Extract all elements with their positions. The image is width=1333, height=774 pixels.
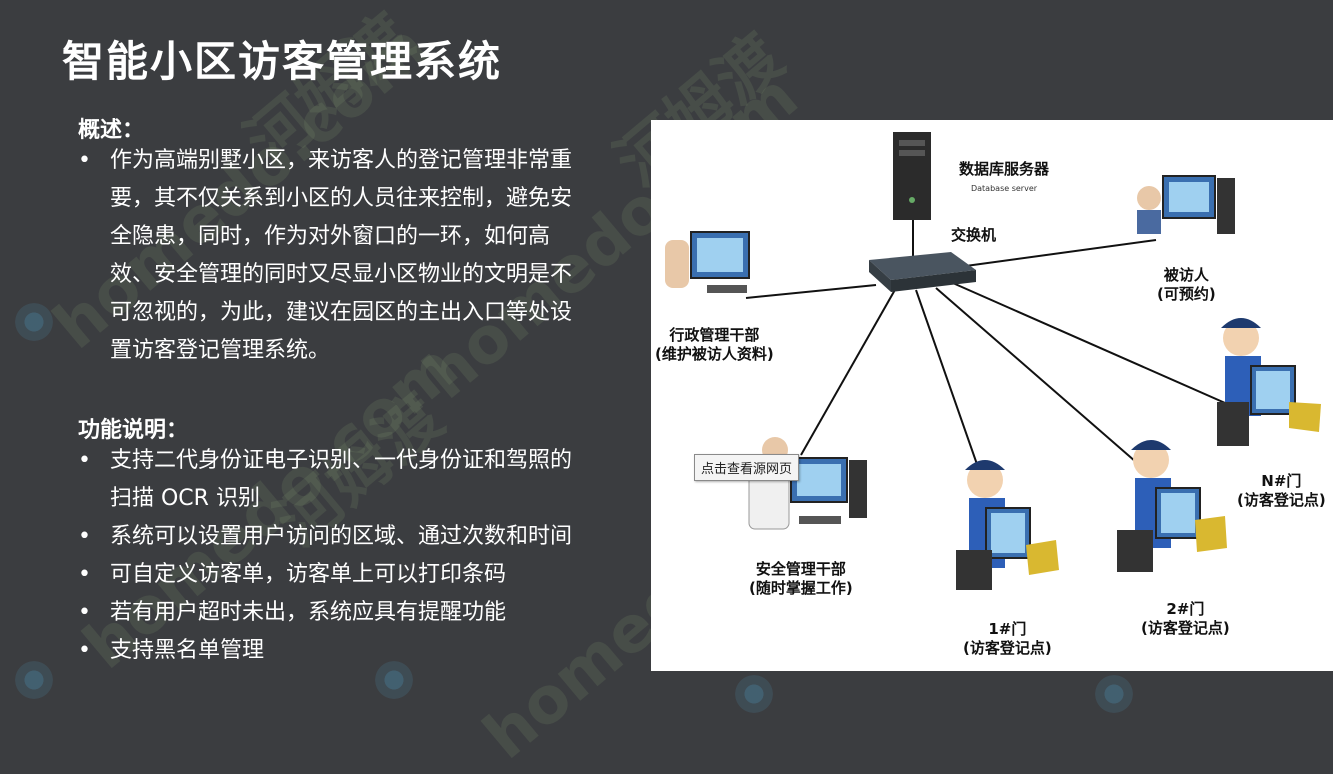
link-visitee <box>950 239 1157 269</box>
gate-n-label-line1: N#门 <box>1261 472 1302 490</box>
security-label-line2: (随时掌握工作) <box>749 579 853 597</box>
flower-icon <box>12 300 56 344</box>
security-label: 安全管理干部 (随时掌握工作) <box>749 560 853 598</box>
gate2-label-line2: (访客登记点) <box>1141 619 1230 637</box>
flower-icon <box>12 658 56 702</box>
features-list: 支持二代身份证电子识别、一代身份证和驾照的扫描 OCR 识别 系统可以设置用户访… <box>78 442 593 670</box>
view-source-tooltip[interactable]: 点击查看源网页 <box>694 454 800 481</box>
switch-icon <box>869 252 976 292</box>
admin-workstation-icon <box>665 231 750 293</box>
features-heading: 功能说明： <box>78 418 189 443</box>
admin-label: 行政管理干部 (维护被访人资料) <box>655 326 774 364</box>
gate2-label: 2#门 (访客登记点) <box>1141 600 1230 638</box>
gate1-label: 1#门 (访客登记点) <box>963 620 1052 658</box>
feature-item: 系统可以设置用户访问的区域、通过次数和时间 <box>78 518 593 556</box>
gate2-guard-icon <box>1117 440 1227 572</box>
network-diagram: 数据库服务器 Database server 交换机 行政管理干部 (维护被访人… <box>651 120 1333 671</box>
overview-item: 作为高端别墅小区，来访客人的登记管理非常重要，其不仅关系到小区的人员往来控制，避… <box>78 142 593 370</box>
feature-item: 支持黑名单管理 <box>78 632 593 670</box>
visitee-workstation-icon <box>1137 175 1235 234</box>
link-gate-1 <box>915 289 987 491</box>
gate-n-label-line2: (访客登记点) <box>1237 491 1326 509</box>
gate1-label-line1: 1#门 <box>988 620 1027 638</box>
link-gate-n <box>945 279 1242 411</box>
visitee-label: 被访人 (可预约) <box>1157 266 1216 304</box>
gate-n-label: N#门 (访客登记点) <box>1237 472 1326 510</box>
server-label: 数据库服务器 Database server <box>959 160 1049 198</box>
switch-label: 交换机 <box>951 226 997 244</box>
link-admin <box>745 284 877 299</box>
flower-icon <box>732 672 776 716</box>
visitee-label-line1: 被访人 <box>1163 266 1209 284</box>
gate1-label-line2: (访客登记点) <box>963 639 1052 657</box>
overview-list: 作为高端别墅小区，来访客人的登记管理非常重要，其不仅关系到小区的人员往来控制，避… <box>78 142 593 370</box>
flower-icon <box>1092 672 1136 716</box>
overview-heading: 概述： <box>78 118 145 143</box>
security-label-line1: 安全管理干部 <box>755 560 846 578</box>
feature-item: 若有用户超时未出，系统应具有提醒功能 <box>78 594 593 632</box>
admin-label-line2: (维护被访人资料) <box>655 345 774 363</box>
visitee-label-line2: (可预约) <box>1157 285 1216 303</box>
gate2-label-line1: 2#门 <box>1166 600 1205 618</box>
feature-item: 可自定义访客单，访客单上可以打印条码 <box>78 556 593 594</box>
admin-label-line1: 行政管理干部 <box>669 326 760 344</box>
server-label-text: 数据库服务器 <box>959 160 1050 178</box>
gate-n-guard-icon <box>1217 318 1321 446</box>
diagram-lines <box>665 132 1321 590</box>
gate1-guard-icon <box>956 460 1059 590</box>
server-icon <box>893 132 931 220</box>
link-security <box>800 287 897 456</box>
security-workstation-icon <box>748 437 867 530</box>
feature-item: 支持二代身份证电子识别、一代身份证和驾照的扫描 OCR 识别 <box>78 442 593 518</box>
link-gate-2 <box>935 287 1152 476</box>
server-sublabel: Database server <box>970 184 1038 193</box>
page-title: 智能小区访客管理系统 <box>62 37 503 86</box>
